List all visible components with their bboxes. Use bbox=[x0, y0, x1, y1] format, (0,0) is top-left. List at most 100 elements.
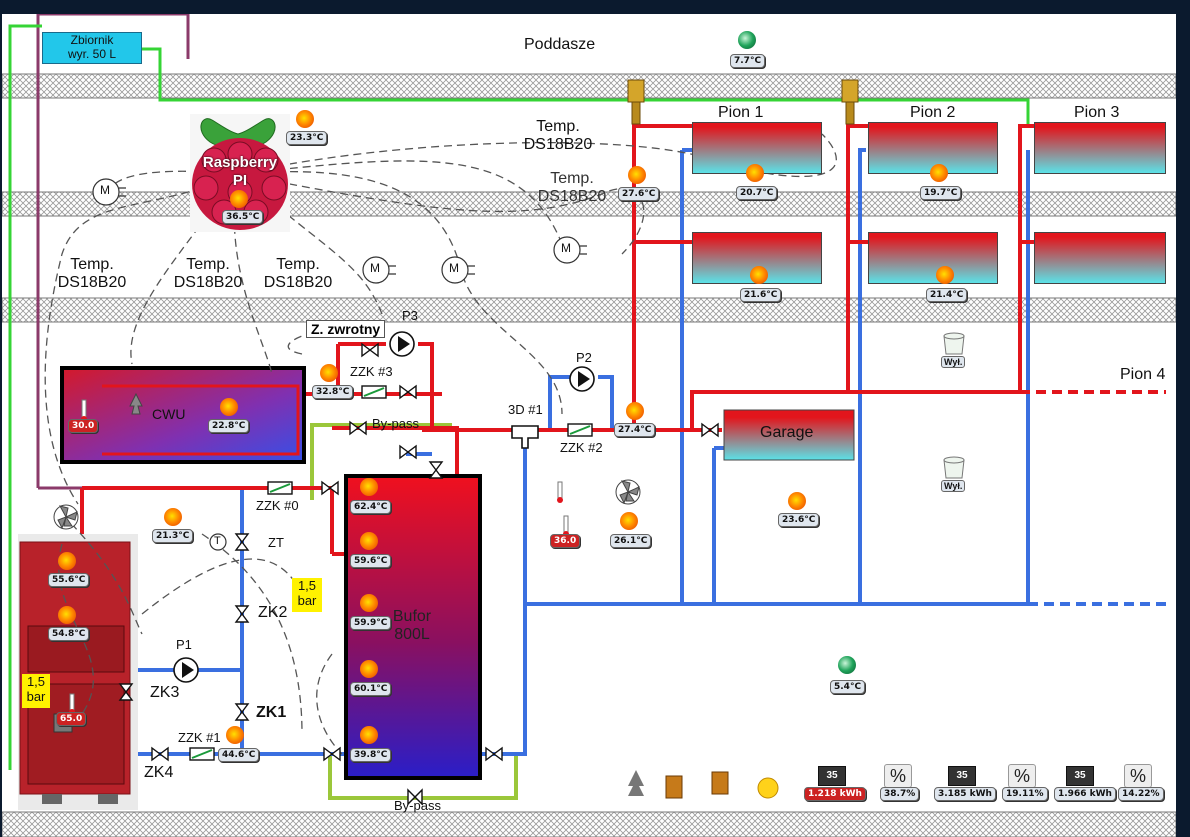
zzk1-temp: 44.6°C bbox=[218, 748, 260, 762]
buffer-sensor-1-icon[interactable] bbox=[360, 478, 378, 496]
outside-temp: 5.4°C bbox=[830, 680, 866, 694]
pion1-label: Pion 1 bbox=[718, 104, 764, 121]
energy-2: 3.185 kWh bbox=[934, 787, 996, 801]
bypass-bottom-label: By-pass bbox=[394, 798, 441, 813]
buffer-temp-2: 59.6°C bbox=[350, 554, 392, 568]
pion2-lower-temp: 21.4°C bbox=[926, 288, 968, 302]
zzk1-label: ZZK #1 bbox=[178, 730, 221, 745]
motor-label-2: M bbox=[370, 261, 380, 275]
buffer-temp-5: 39.8°C bbox=[350, 748, 392, 762]
pion1-upper-temp: 20.7°C bbox=[736, 186, 778, 200]
radiator-pion2-lower bbox=[868, 232, 998, 284]
percent-2: 19.11% bbox=[1002, 787, 1048, 801]
pion4-label: Pion 4 bbox=[1120, 366, 1166, 383]
zk4-label: ZK4 bbox=[144, 764, 174, 781]
garage-sensor-icon[interactable] bbox=[788, 492, 806, 510]
zk2-label: ZK2 bbox=[258, 604, 288, 621]
buffer-temp-1: 62.4°C bbox=[350, 500, 392, 514]
rpi-top-temp: 23.3°C bbox=[286, 131, 328, 145]
supply-sensor-icon[interactable] bbox=[626, 402, 644, 420]
pressure-note-buffer: 1,5 bar bbox=[292, 578, 322, 612]
bypass-top-label: By-pass bbox=[372, 416, 419, 431]
zzk3-temp: 32.8°C bbox=[312, 385, 354, 399]
boiler-temp-1: 55.6°C bbox=[48, 573, 90, 587]
energy-3: 1.966 kWh bbox=[1054, 787, 1116, 801]
wyl-label-1: Wył. bbox=[941, 356, 966, 368]
zzk3-label: ZZK #3 bbox=[350, 364, 393, 379]
zzk0-label: ZZK #0 bbox=[256, 498, 299, 513]
pump-p1-label: P1 bbox=[176, 637, 192, 652]
pump-p3-label: P3 bbox=[402, 308, 418, 323]
buffer-sensor-4-icon[interactable] bbox=[360, 660, 378, 678]
pion1-upper-sensor-icon[interactable] bbox=[746, 164, 764, 182]
buffer-sensor-2-icon[interactable] bbox=[360, 532, 378, 550]
room-sensor-icon[interactable] bbox=[620, 512, 638, 530]
pressure-note-boiler: 1,5 bar bbox=[22, 674, 50, 708]
motor-label-3: M bbox=[449, 261, 459, 275]
motor-label-4: M bbox=[561, 241, 571, 255]
attic-sensor-icon[interactable] bbox=[738, 31, 756, 49]
pion3-label: Pion 3 bbox=[1074, 104, 1120, 121]
counter-3-icon: 35 bbox=[1066, 766, 1094, 786]
rpi-sensor-icon[interactable] bbox=[230, 190, 248, 208]
boiler-sensor-2-icon[interactable] bbox=[58, 606, 76, 624]
riser-sensor-icon[interactable] bbox=[628, 166, 646, 184]
radiator-pion3-upper bbox=[1034, 122, 1166, 174]
pion2-lower-sensor-icon[interactable] bbox=[936, 266, 954, 284]
buffer-sensor-5-icon[interactable] bbox=[360, 726, 378, 744]
garage-temp: 23.6°C bbox=[778, 513, 820, 527]
boiler-room-sensor-icon[interactable] bbox=[164, 508, 182, 526]
radiator-pion3-lower bbox=[1034, 232, 1166, 284]
temp-sensor-label-e: Temp. DS18B20 bbox=[263, 256, 333, 291]
buffer-temp-4: 60.1°C bbox=[350, 682, 392, 696]
raspberry-pi-logo bbox=[190, 114, 290, 232]
pion1-lower-sensor-icon[interactable] bbox=[750, 266, 768, 284]
zzk1-sensor-icon[interactable] bbox=[226, 726, 244, 744]
zzk2-label: ZZK #2 bbox=[560, 440, 603, 455]
floor-slab-base bbox=[2, 811, 1176, 837]
boiler-sensor-1-icon[interactable] bbox=[58, 552, 76, 570]
zk3-label: ZK3 bbox=[150, 684, 180, 701]
garage-label: Garage bbox=[760, 424, 814, 441]
percent-3-icon: % bbox=[1124, 764, 1152, 788]
temp-sensor-label-b: Temp. DS18B20 bbox=[537, 170, 607, 205]
wyl-bins bbox=[943, 332, 965, 479]
diagram-canvas: Poddasze Zbiornik wyr. 50 L Raspberry PI… bbox=[2, 14, 1176, 837]
energy-1: 1.218 kWh bbox=[804, 787, 866, 801]
temp-sensor-label-c: Temp. DS18B20 bbox=[57, 256, 127, 291]
pump-p2-label: P2 bbox=[576, 350, 592, 365]
percent-2-icon: % bbox=[1008, 764, 1036, 788]
air-vents bbox=[627, 79, 859, 125]
buffer-sensor-3-icon[interactable] bbox=[360, 594, 378, 612]
cwu-tank bbox=[60, 366, 306, 464]
floor-slab-attic bbox=[2, 73, 1176, 99]
percent-1-icon: % bbox=[884, 764, 912, 788]
attic-label: Poddasze bbox=[524, 36, 596, 53]
pion2-upper-sensor-icon[interactable] bbox=[930, 164, 948, 182]
expansion-tank: Zbiornik wyr. 50 L bbox=[42, 32, 142, 64]
zzk-units bbox=[189, 385, 593, 761]
zk1-label: ZK1 bbox=[256, 704, 287, 721]
fan-icons bbox=[53, 392, 641, 530]
boiler-setpoint[interactable]: 65.0 bbox=[56, 712, 87, 726]
zzk3-sensor-icon[interactable] bbox=[320, 364, 338, 382]
bottom-icons bbox=[628, 770, 779, 799]
garage-unit bbox=[723, 409, 855, 461]
rpi-top-sensor-icon[interactable] bbox=[296, 110, 314, 128]
cwu-setpoint[interactable]: 30.0 bbox=[68, 419, 99, 433]
room-setpoint[interactable]: 36.0 bbox=[550, 534, 581, 548]
riser-temp: 27.6°C bbox=[618, 187, 660, 201]
counter-2-icon: 35 bbox=[948, 766, 976, 786]
cwu-sensor-icon[interactable] bbox=[220, 398, 238, 416]
raspberry-pi-label: Raspberry PI bbox=[202, 154, 278, 189]
buffer-label: Bufor 800L bbox=[392, 608, 432, 643]
buffer-temp-3: 59.9°C bbox=[350, 616, 392, 630]
pion1-lower-temp: 21.6°C bbox=[740, 288, 782, 302]
counter-1-icon: 35 bbox=[818, 766, 846, 786]
percent-1: 38.7% bbox=[880, 787, 920, 801]
expansion-line bbox=[36, 14, 190, 488]
percent-3: 14.22% bbox=[1118, 787, 1164, 801]
room-temp: 26.1°C bbox=[610, 534, 652, 548]
outside-sensor-icon[interactable] bbox=[838, 656, 856, 674]
zt-t-label: T bbox=[214, 535, 221, 547]
